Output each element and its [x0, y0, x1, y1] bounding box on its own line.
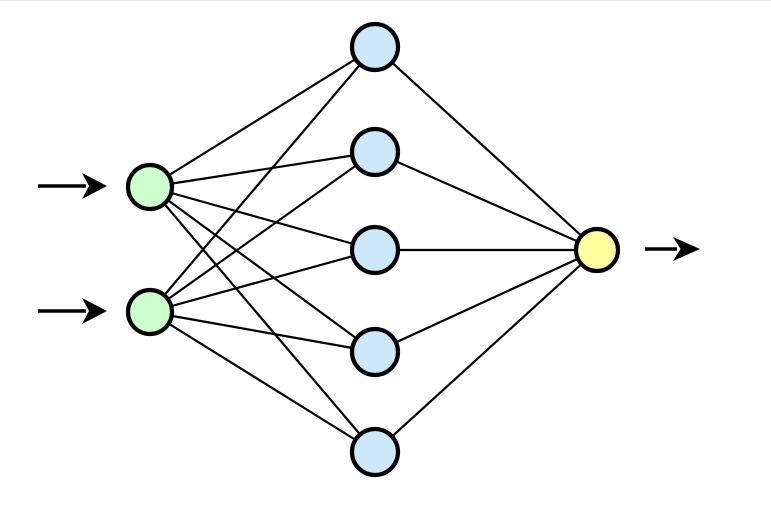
hidden-node-2[interactable]	[349, 126, 401, 178]
top-divider-rule	[0, 0, 771, 1]
nodes-group	[125, 21, 621, 478]
input-arrow-2	[38, 298, 107, 324]
hidden-node-1[interactable]	[349, 21, 401, 73]
edge-input-node-2-to-hidden-node-3	[149, 248, 376, 314]
hidden-node-5[interactable]	[349, 426, 401, 478]
edge-input-node-1-to-hidden-node-2	[149, 150, 376, 189]
edge-input-node-2-to-hidden-node-1	[149, 46, 376, 313]
hidden-node-3[interactable]	[349, 224, 401, 276]
input-arrow-1	[38, 173, 107, 199]
input-arrow-2-head-icon	[82, 298, 107, 324]
edge-input-node-1-to-hidden-node-5	[149, 186, 376, 453]
input-node-1[interactable]	[125, 162, 175, 212]
edge-input-node-2-to-hidden-node-5	[149, 311, 376, 453]
edge-hidden-node-5-to-output-node-1	[374, 249, 598, 453]
edge-input-node-1-to-hidden-node-3	[149, 185, 376, 252]
input-node-2[interactable]	[125, 287, 175, 337]
edge-input-node-1-to-hidden-node-4	[149, 186, 376, 353]
edge-input-node-2-to-hidden-node-4	[149, 310, 376, 354]
edge-hidden-node-4-to-output-node-1	[374, 249, 598, 353]
output-arrow-1	[645, 237, 700, 261]
edge-input-node-2-to-hidden-node-2	[149, 151, 376, 313]
input-arrow-1-head-icon	[82, 173, 107, 199]
edge-hidden-node-2-to-output-node-1	[374, 150, 598, 252]
output-node-1[interactable]	[573, 226, 621, 274]
output-arrow-1-head-icon	[673, 237, 700, 261]
io-arrows-group	[38, 173, 700, 324]
edge-hidden-node-1-to-output-node-1	[374, 46, 598, 251]
input-layer	[125, 162, 175, 337]
output-layer	[573, 226, 621, 274]
hidden-node-4[interactable]	[349, 326, 401, 378]
hidden-layer	[349, 21, 401, 478]
edge-input-node-1-to-hidden-node-1	[149, 46, 376, 188]
edges-group	[149, 46, 598, 453]
